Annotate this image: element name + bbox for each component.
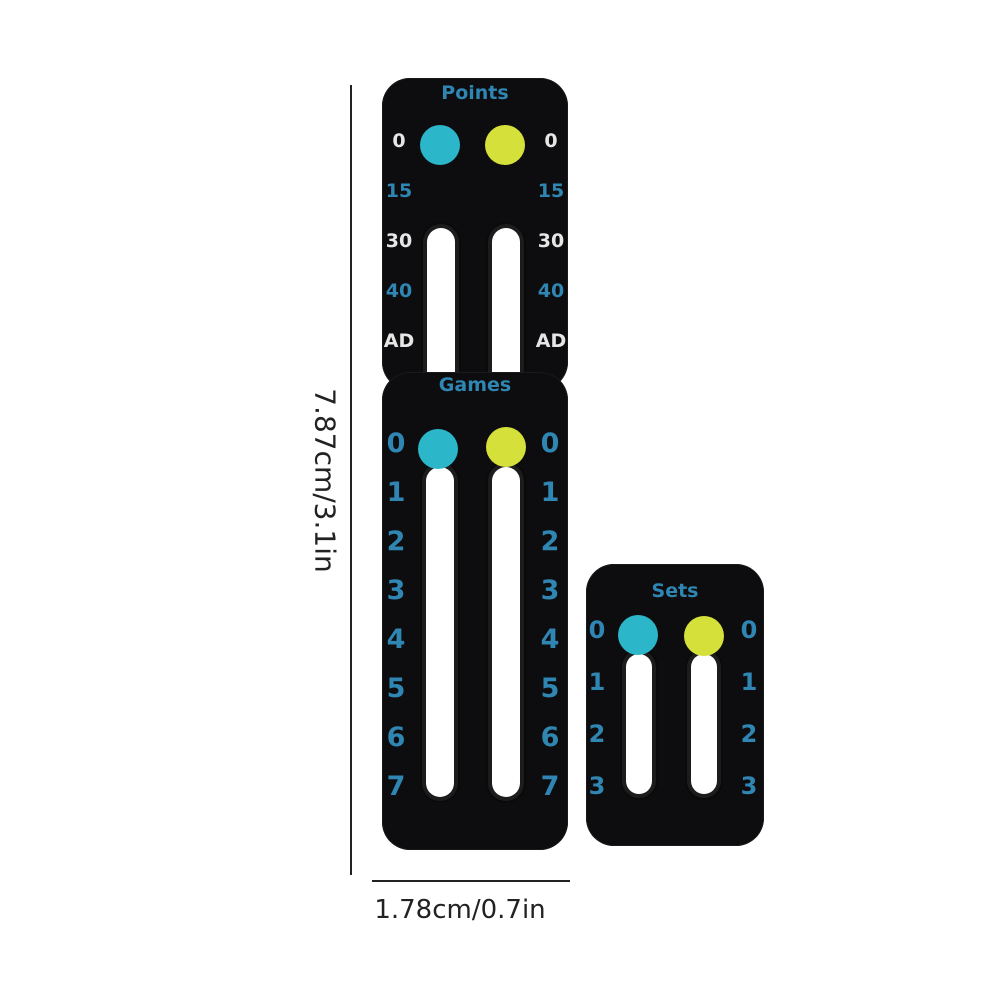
sets-left-scale-label: 3: [588, 772, 606, 800]
sets-left-scale-label: 0: [588, 616, 606, 644]
points-left-scale-label: 40: [385, 280, 413, 302]
games-right-scale-label: 0: [540, 428, 560, 459]
games-left-scale-label: 2: [386, 526, 406, 557]
points-right-scale-label: 15: [537, 180, 565, 202]
width-dimension-label: 1.78cm/0.7in: [374, 895, 546, 925]
sets-left-slot: [626, 654, 652, 794]
games-left-scale-label: 4: [386, 624, 406, 655]
sets-title: Sets: [651, 580, 699, 602]
games-left-scale-label: 7: [386, 771, 406, 802]
sets-right-scale-label: 1: [740, 668, 758, 696]
games-left-slot: [426, 467, 454, 797]
height-dimension-line: [350, 85, 352, 875]
sets-right-peg[interactable]: [684, 616, 724, 656]
points-right-scale-label: AD: [535, 330, 567, 352]
points-left-peg[interactable]: [420, 125, 460, 165]
points-right-scale-label: 40: [537, 280, 565, 302]
games-right-peg[interactable]: [486, 427, 526, 467]
games-right-scale-label: 1: [540, 477, 560, 508]
sets-right-slot: [691, 654, 717, 794]
games-right-scale-label: 4: [540, 624, 560, 655]
sets-right-scale-label: 2: [740, 720, 758, 748]
sets-card: Sets 0 1 2 3 0 1 2 3: [586, 564, 764, 846]
sets-right-scale-label: 3: [740, 772, 758, 800]
games-right-scale-label: 7: [540, 771, 560, 802]
games-right-scale-label: 6: [540, 722, 560, 753]
games-right-slot: [492, 467, 520, 797]
games-card: Games 0 1 2 3 4 5 6 7 0 1 2 3 4 5 6 7: [382, 372, 568, 850]
points-title: Points: [441, 82, 509, 104]
width-dimension-line: [372, 880, 570, 882]
games-left-scale-label: 5: [386, 673, 406, 704]
games-left-scale-label: 1: [386, 477, 406, 508]
games-left-peg[interactable]: [418, 429, 458, 469]
points-left-scale-label: AD: [383, 330, 415, 352]
games-right-scale-label: 2: [540, 526, 560, 557]
games-left-scale-label: 3: [386, 575, 406, 606]
games-left-scale-label: 6: [386, 722, 406, 753]
points-right-scale-label: 0: [544, 130, 558, 152]
games-title: Games: [438, 374, 512, 396]
height-dimension-label: 7.87cm/3.1in: [308, 388, 342, 573]
sets-left-scale-label: 2: [588, 720, 606, 748]
points-left-scale-label: 15: [385, 180, 413, 202]
points-right-scale-label: 30: [537, 230, 565, 252]
sets-left-scale-label: 1: [588, 668, 606, 696]
points-left-scale-label: 30: [385, 230, 413, 252]
games-left-scale-label: 0: [386, 428, 406, 459]
sets-right-scale-label: 0: [740, 616, 758, 644]
points-left-scale-label: 0: [392, 130, 406, 152]
games-right-scale-label: 3: [540, 575, 560, 606]
points-right-peg[interactable]: [485, 125, 525, 165]
games-right-scale-label: 5: [540, 673, 560, 704]
sets-left-peg[interactable]: [618, 615, 658, 655]
